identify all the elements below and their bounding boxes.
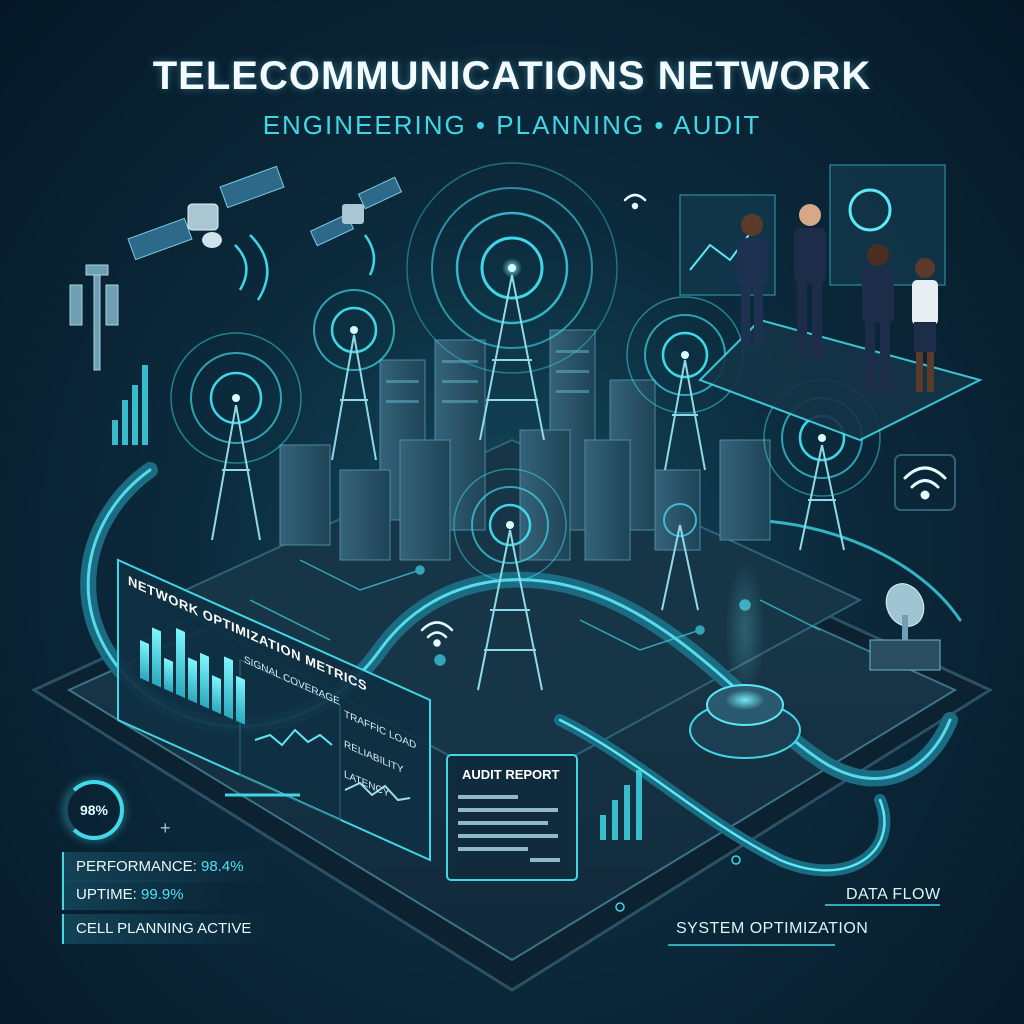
metrics-bar xyxy=(164,657,173,693)
people-icon xyxy=(737,204,938,393)
metrics-panel-frame xyxy=(117,558,431,862)
central-hub xyxy=(689,560,801,759)
antenna-icon xyxy=(69,264,119,371)
mini-bar-chart xyxy=(600,770,642,840)
mini-bar-chart xyxy=(112,365,148,445)
footer-connectors xyxy=(225,793,940,946)
data-flow-label: DATA FLOW xyxy=(846,886,941,903)
building-windows xyxy=(386,350,589,403)
gauge-value: 98% xyxy=(79,802,109,818)
performance-value: 98.4% xyxy=(201,858,244,875)
plus-icon: + xyxy=(160,818,171,838)
cell-tower-icon xyxy=(211,274,845,691)
fiber-cables xyxy=(80,462,962,877)
uptime-stat: UPTIME: 99.9% xyxy=(62,880,228,910)
wifi-icon xyxy=(420,193,647,647)
metrics-line-chart xyxy=(254,728,411,802)
metrics-bar xyxy=(200,652,209,709)
metrics-bar xyxy=(224,655,233,720)
metrics-bar xyxy=(236,675,245,725)
performance-label: PERFORMANCE: xyxy=(76,858,202,875)
audit-report-title: AUDIT REPORT xyxy=(462,767,560,782)
metrics-bar xyxy=(140,639,149,683)
uptime-label: UPTIME: xyxy=(76,886,142,903)
metrics-bar xyxy=(152,627,161,688)
satellite-dish-icon xyxy=(869,583,941,671)
cell-planning-stat: CELL PLANNING ACTIVE xyxy=(62,914,278,944)
satellite-icon xyxy=(127,165,285,261)
satellite-signal xyxy=(234,234,376,301)
tower-beacons xyxy=(232,258,826,529)
satellite-icon xyxy=(309,176,403,247)
page-subtitle: ENGINEERING • PLANNING • AUDIT xyxy=(262,110,762,140)
signal-waves xyxy=(170,162,881,582)
uptime-value: 99.9% xyxy=(141,886,184,903)
performance-stat: PERFORMANCE: 98.4% xyxy=(62,852,268,882)
performance-gauge: 98% xyxy=(64,780,124,840)
audit-report-frame xyxy=(446,754,578,881)
page-title: TELECOMMUNICATIONS NETWORK xyxy=(152,54,872,98)
metrics-bar xyxy=(212,675,221,715)
system-optimization-label: SYSTEM OPTIMIZATION xyxy=(676,920,869,937)
city-buildings xyxy=(279,329,771,561)
wifi-icon xyxy=(894,454,956,511)
metrics-bar xyxy=(176,627,185,699)
metrics-bar xyxy=(188,657,197,704)
cell-planning-label: CELL PLANNING ACTIVE xyxy=(76,920,252,937)
